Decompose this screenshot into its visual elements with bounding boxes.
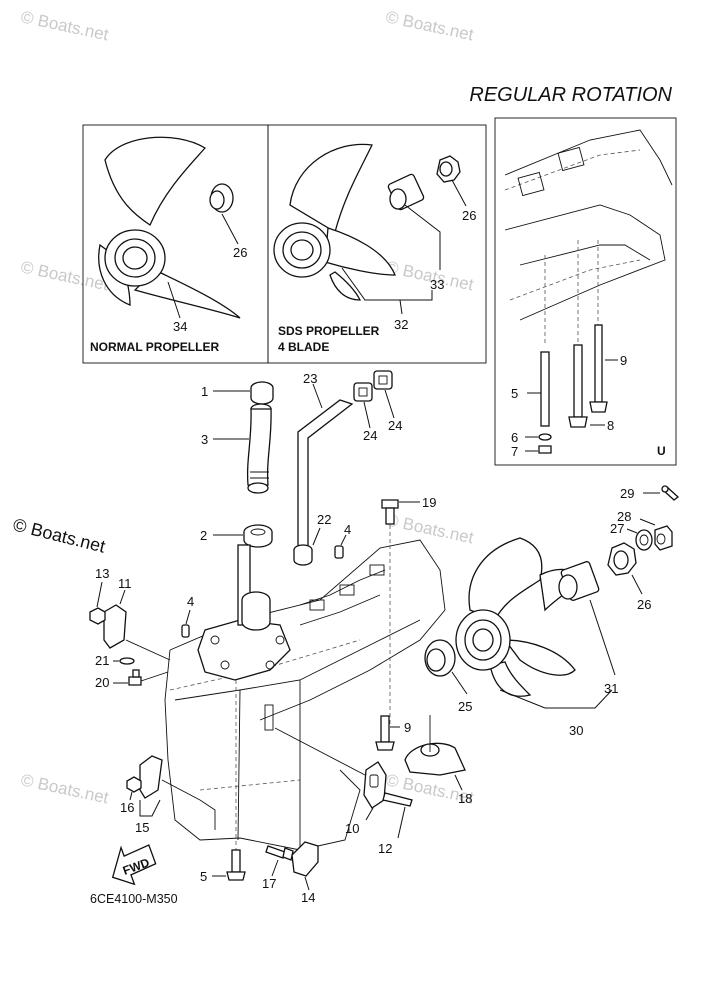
callout-32: 32 [394,317,408,332]
callout-8: 8 [607,418,614,433]
screw-17: 17 [262,845,294,891]
castle-nut-28: 28 [617,509,673,551]
callout-4: 4 [187,594,194,609]
callout-26: 26 [637,597,651,612]
trim-tab-18: 18 [404,715,472,806]
bolt-19: 19 [381,495,436,545]
callout-11: 11 [118,576,132,591]
callout-1: 1 [201,384,208,399]
oring-21-and-plug-20: 21 20 [95,653,169,690]
deck-detail-illustration [299,564,386,626]
propeller-30: 30 [455,537,613,738]
collar-22-and-pin-4: 22 4 4 [181,512,351,638]
callout-4: 4 [344,522,351,537]
washer-26-main: 26 [607,542,651,612]
inset-sds-label-1: SDS PROPELLER [278,324,380,338]
bolt-9-lower: 9 [375,715,411,751]
stud-bolts-illustration [538,240,608,454]
watermark-text: © Boats.net [19,257,110,294]
callout-16: 16 [120,800,134,815]
inset-normal-label: NORMAL PROPELLER [90,340,219,354]
callout-2: 2 [200,528,207,543]
inset-border [267,124,487,364]
callout-19: 19 [422,495,436,510]
callout-17: 17 [262,876,276,891]
propeller-3-blade-illustration [98,136,241,319]
washer-26-illustration [209,183,234,213]
callout-5: 5 [511,386,518,401]
diagram-title: REGULAR ROTATION [469,84,672,106]
water-tube-assembly: 1 3 2 [200,381,274,548]
inset-view-label: U [657,444,666,458]
callout-33: 33 [430,277,444,292]
hub-31: 31 [558,561,618,696]
propeller-4-blade-illustration [273,143,396,301]
bracket-15-and-nut-16: 16 15 [120,755,201,835]
cotter-pin-29: 29 [620,485,680,501]
cover-11-and-nut-13: 11 13 [89,566,171,661]
callout-12: 12 [378,841,392,856]
bolt-5: 5 [200,849,246,884]
watermarks: © Boats.net © Boats.net © Boats.net © Bo… [11,7,475,807]
callout-13: 13 [95,566,109,581]
callout-28: 28 [617,509,631,524]
inset-border [494,117,677,466]
callout-9: 9 [620,353,627,368]
callout-34: 34 [173,319,187,334]
lower-case-housing [164,539,446,851]
watermark-text: © Boats.net [384,7,475,44]
callout-26: 26 [233,245,247,260]
anode-10-and-bolt-12: 10 12 [274,727,413,856]
callout-9: 9 [404,720,411,735]
callout-24: 24 [388,418,402,433]
callout-3: 3 [201,432,208,447]
callout-6: 6 [511,430,518,445]
callout-14: 14 [301,890,315,905]
hub-33-illustration [387,173,425,211]
thrust-washer-25: 25 [424,639,472,714]
callout-23: 23 [303,371,317,386]
callout-30: 30 [569,723,583,738]
water-pump-base-illustration [197,544,291,681]
upper-housing-illustration [504,129,673,321]
callout-25: 25 [458,699,472,714]
grommets-24: 24 24 [353,370,402,443]
forward-arrow: FWD [111,844,157,886]
callout-21: 21 [95,653,109,668]
washer-27: 27 [610,521,653,551]
watermark-text: © Boats.net [384,510,475,547]
anode-14: 14 [291,841,319,905]
callout-7: 7 [511,444,518,459]
callout-24: 24 [363,428,377,443]
washer-26-illustration [436,155,461,183]
callout-22: 22 [317,512,331,527]
callout-10: 10 [345,821,359,836]
callout-15: 15 [135,820,149,835]
callout-31: 31 [604,681,618,696]
callout-26: 26 [462,208,476,223]
inset-sds-label-2: 4 BLADE [278,340,329,354]
callout-29: 29 [620,486,634,501]
callout-18: 18 [458,791,472,806]
callout-5: 5 [200,869,207,884]
callout-20: 20 [95,675,109,690]
watermark-text-dark: © Boats.net [11,514,107,556]
watermark-text: © Boats.net [19,7,110,44]
inset-sds-propeller: 26 33 32 SDS PROPELLER 4 BLADE [267,124,487,364]
callout-27: 27 [610,521,624,536]
diagram-code: 6CE4100-M350 [90,892,178,906]
inset-normal-propeller: 26 34 NORMAL PROPELLER [82,124,269,364]
watermark-text: © Boats.net [19,770,110,807]
inset-mounting-studs: 9 5 8 6 7 U [494,117,677,466]
